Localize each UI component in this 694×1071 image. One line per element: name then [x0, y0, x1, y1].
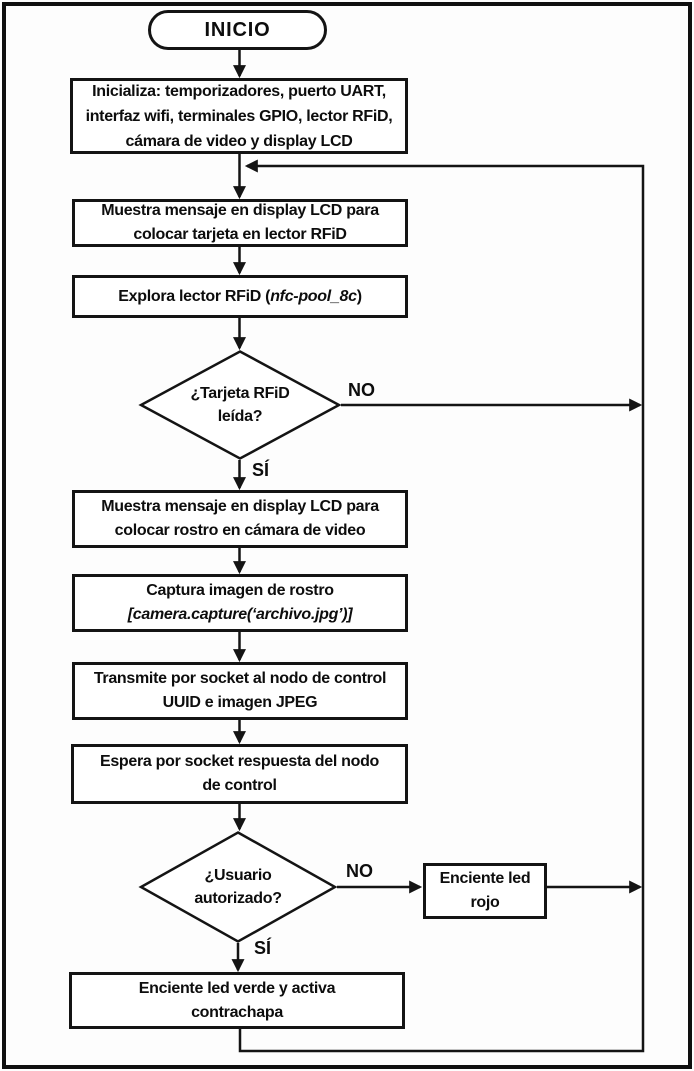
process-explora-rfid: Explora lector RFiD (nfc-pool_8c) — [72, 275, 408, 318]
label-si-tarjeta: SÍ — [251, 460, 271, 480]
process-espera-line1: Espera por socket respuesta del nodo — [99, 753, 380, 770]
process-transmite-socket: Transmite por socket al nodo de control … — [72, 662, 408, 720]
process-led-rojo: Enciente led rojo — [423, 863, 547, 919]
label-no-tarjeta: NO — [347, 380, 376, 400]
decision-usuario-line2: autorizado? — [194, 890, 282, 907]
explora-text-pre: Explora lector RFiD ( — [118, 287, 271, 305]
label-no-usuario: NO — [345, 861, 374, 881]
process-transmite-line2: UUID e imagen JPEG — [162, 694, 318, 711]
decision-tarjeta-shape — [138, 350, 342, 460]
process-mensaje-rostro-line1: Muestra mensaje en display LCD para — [101, 498, 379, 515]
process-mensaje-rostro-line2: colocar rostro en cámara de video — [114, 522, 366, 539]
label-si-usuario: SÍ — [253, 938, 273, 958]
process-explora-rfid-text: Explora lector RFiD (nfc-pool_8c) — [118, 285, 362, 309]
connector-loop-back — [238, 159, 645, 1053]
decision-usuario-shape — [138, 831, 338, 943]
process-led-rojo-line1: Enciente led — [439, 870, 531, 887]
explora-text-code: nfc-pool_8c — [270, 287, 357, 305]
process-inicializa: Inicializa: temporizadores, puerto UART,… — [70, 78, 408, 154]
process-espera-line2: de control — [202, 777, 277, 794]
terminator-inicio: INICIO — [148, 10, 327, 50]
process-mensaje-tarjeta: Muestra mensaje en display LCD para colo… — [72, 199, 408, 247]
process-led-verde-line1: Enciente led verde y activa — [138, 979, 336, 997]
process-led-verde: Enciente led verde y activa contrachapa — [69, 972, 405, 1029]
process-captura-line2-code: [camera.capture(‘archivo.jpg’)] — [127, 606, 353, 623]
process-led-rojo-line2: rojo — [470, 894, 500, 911]
decision-tarjeta-text: ¿Tarjeta RFiD leída? — [139, 350, 341, 460]
decision-usuario-autorizado: ¿Usuario autorizado? — [138, 831, 338, 943]
process-captura-imagen: Captura imagen de rostro [camera.capture… — [72, 574, 408, 632]
decision-usuario-text: ¿Usuario autorizado? — [139, 831, 337, 943]
process-inicializa-line1: Inicializa: temporizadores, puerto UART, — [92, 82, 386, 100]
process-mensaje-tarjeta-line1: Muestra mensaje en display LCD para — [101, 202, 379, 219]
process-inicializa-line3: cámara de video y display LCD — [125, 132, 353, 150]
decision-usuario-line1: ¿Usuario — [204, 867, 272, 884]
terminator-inicio-label: INICIO — [204, 19, 271, 41]
process-transmite-line1: Transmite por socket al nodo de control — [93, 670, 387, 687]
process-mensaje-rostro: Muestra mensaje en display LCD para colo… — [72, 490, 408, 548]
process-espera-socket: Espera por socket respuesta del nodo de … — [71, 744, 408, 804]
decision-tarjeta-line2: leída? — [217, 408, 263, 425]
process-captura-line1: Captura imagen de rostro — [146, 582, 334, 599]
explora-text-post: ) — [356, 287, 362, 305]
process-mensaje-tarjeta-line2: colocar tarjeta en lector RFiD — [133, 226, 347, 243]
decision-tarjeta-line1: ¿Tarjeta RFiD — [190, 385, 290, 402]
process-led-verde-line2: contrachapa — [191, 1003, 283, 1021]
process-inicializa-line2: interfaz wifi, terminales GPIO, lector R… — [85, 107, 393, 125]
decision-tarjeta-rfid: ¿Tarjeta RFiD leída? — [138, 350, 342, 460]
